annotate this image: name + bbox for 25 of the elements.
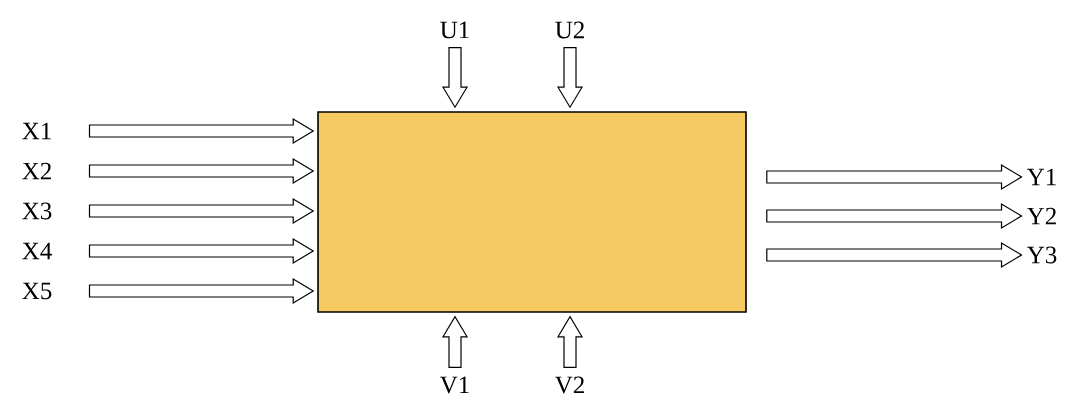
block-arrow: [441, 315, 469, 368]
input-label: V2: [555, 376, 584, 394]
output-label: Y2: [1027, 207, 1056, 225]
block-arrow: [88, 237, 315, 265]
input-label: V1: [440, 376, 469, 394]
block-arrow: [88, 277, 315, 305]
input-label: X2: [22, 162, 51, 180]
process-box: [317, 111, 747, 313]
block-arrow: [88, 157, 315, 185]
block-arrow: [766, 241, 1023, 269]
block-arrow: [556, 315, 584, 368]
block-arrow: [88, 117, 315, 145]
output-label: Y3: [1027, 246, 1057, 264]
input-label: U1: [440, 21, 469, 39]
block-arrow: [441, 46, 469, 109]
input-label: X5: [22, 282, 52, 300]
input-label: X3: [22, 202, 52, 220]
block-arrow: [88, 197, 315, 225]
block-arrow: [556, 47, 584, 109]
input-label: U2: [555, 21, 584, 39]
block-arrow: [766, 202, 1023, 230]
block-arrow: [766, 163, 1023, 191]
input-label: X4: [22, 242, 52, 260]
output-label: Y1: [1027, 168, 1056, 186]
input-label: X1: [22, 122, 51, 140]
